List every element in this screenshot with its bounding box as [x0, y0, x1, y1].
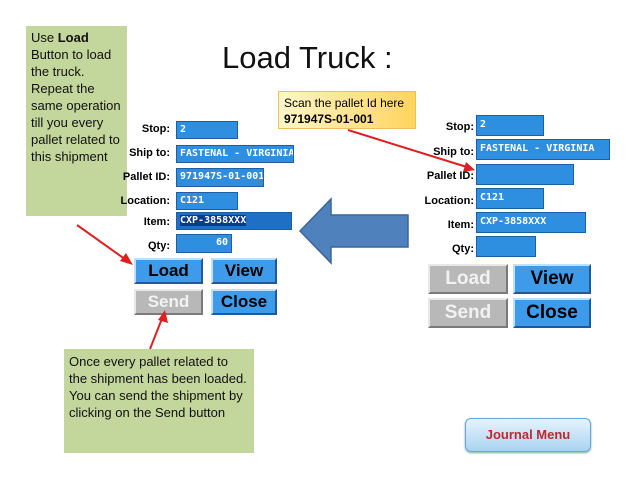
big-blue-arrow-icon — [298, 197, 409, 265]
view-button[interactable]: View — [513, 264, 591, 294]
item-label: Item: — [447, 219, 474, 231]
journal-menu-button[interactable]: Journal Menu — [465, 418, 591, 452]
item-field-text: CXP-3858XXX — [180, 215, 247, 226]
qty-label: Qty: — [148, 240, 170, 252]
item-label: Item: — [143, 216, 170, 228]
qty-label: Qty: — [452, 243, 474, 255]
pallet-id-label: Pallet ID: — [426, 170, 474, 182]
ship-to-label: Ship to: — [129, 147, 170, 159]
send-button[interactable]: Send — [428, 298, 508, 328]
page-title: Load Truck : — [222, 40, 393, 75]
pallet-id-label: Pallet ID: — [122, 171, 170, 183]
red-arrow-to-pallet-field — [347, 129, 471, 169]
view-button[interactable]: View — [211, 258, 277, 284]
scan-note-pallet-id: 971947S-01-001 — [284, 112, 374, 126]
load-button[interactable]: Load — [428, 264, 508, 294]
qty-field[interactable]: 60 — [176, 234, 232, 253]
red-arrowhead-send-icon — [158, 310, 168, 323]
item-field[interactable]: CXP-3858XXX — [476, 212, 586, 233]
item-field[interactable]: CXP-3858XXX — [176, 212, 292, 230]
send-instruction-note: Once every pallet related to the shipmen… — [64, 349, 254, 453]
stop-field[interactable]: 2 — [476, 115, 544, 136]
red-arrow-to-send — [149, 315, 164, 350]
stop-label: Stop: — [141, 123, 170, 135]
location-label: Location: — [120, 195, 171, 207]
close-button[interactable]: Close — [513, 298, 591, 328]
close-button[interactable]: Close — [211, 289, 277, 315]
pallet-id-field[interactable] — [476, 164, 574, 185]
stop-field[interactable]: 2 — [176, 121, 238, 139]
note-text-rest: Button to load the truck. Repeat the sam… — [31, 47, 121, 164]
load-button[interactable]: Load — [134, 258, 203, 284]
location-label: Location: — [424, 195, 475, 207]
ship-to-label: Ship to: — [433, 146, 474, 158]
stop-label: Stop: — [445, 121, 474, 133]
pallet-id-field[interactable]: 971947S-01-001 — [176, 168, 264, 187]
ship-to-field[interactable]: FASTENAL - VIRGINIA — [476, 139, 610, 160]
red-arrowhead-pallet-icon — [463, 162, 475, 172]
send-button[interactable]: Send — [134, 289, 203, 315]
scan-note-text: Scan the pallet Id here — [284, 96, 405, 110]
location-field[interactable]: C121 — [176, 192, 238, 210]
note-text-prefix: Use — [31, 30, 58, 45]
qty-field[interactable] — [476, 236, 536, 257]
ship-to-field[interactable]: FASTENAL - VIRGINIA — [176, 145, 294, 163]
location-field[interactable]: C121 — [476, 188, 544, 209]
load-instruction-note: Use Load Button to load the truck. Repea… — [26, 26, 127, 216]
scan-instruction-note: Scan the pallet Id here 971947S-01-001 — [278, 91, 416, 129]
red-arrowhead-load-icon — [120, 253, 133, 265]
red-arrow-to-load — [76, 224, 130, 263]
note-text-bold: Load — [57, 30, 89, 45]
